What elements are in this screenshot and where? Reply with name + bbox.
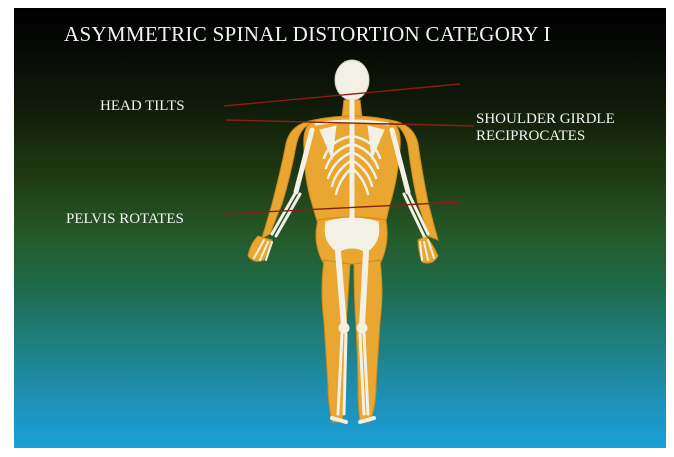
slide-panel: ASYMMETRIC SPINAL DISTORTION CATEGORY I … xyxy=(14,8,666,448)
skeleton-figure xyxy=(14,8,666,448)
